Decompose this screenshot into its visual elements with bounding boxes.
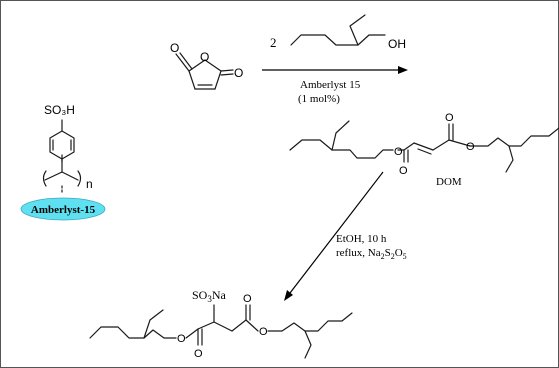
amberlyst-badge (20, 197, 106, 221)
step1-loading: (1 mol%) (298, 93, 340, 105)
amberlyst-badge-label: Amberlyst-15 (31, 204, 96, 216)
atom-oxygen: O (259, 326, 268, 338)
atom-oxygen: O (200, 50, 209, 64)
atom-oxygen: O (394, 146, 403, 158)
maleic-anhydride: O O O (170, 41, 243, 90)
atom-oxygen: O (177, 333, 186, 345)
dom-label: DOM (436, 176, 462, 188)
hydroxyl-group: OH (388, 37, 406, 51)
atom-oxygen: O (399, 165, 408, 177)
atom-oxygen: O (194, 348, 203, 360)
step1-catalyst: Amberlyst 15 (300, 79, 361, 91)
atom-oxygen: O (170, 41, 179, 55)
atom-oxygen: O (243, 293, 252, 305)
dom-intermediate: O O O O (289, 112, 559, 177)
step2-arrow (284, 171, 384, 301)
2-ethylhexanol: OH (290, 14, 406, 51)
amberlyst-structure: SO₃H n Amberlyst-15 (20, 103, 106, 221)
step1-arrow (262, 66, 408, 74)
stoich-coefficient: 2 (270, 35, 277, 50)
atom-oxygen: O (234, 66, 243, 80)
repeat-index: n (86, 177, 93, 191)
atom-oxygen: O (466, 141, 475, 153)
step2-conditions-line1: EtOH, 10 h (336, 233, 387, 245)
product-molecule: SO3Na O O O O (89, 288, 353, 360)
sulfonic-acid-group: SO₃H (44, 103, 75, 117)
step2-conditions-line2: reflux, Na2S2O5 (336, 247, 407, 261)
atom-oxygen: O (445, 112, 454, 124)
sulfonate-group: SO3Na (192, 288, 227, 304)
